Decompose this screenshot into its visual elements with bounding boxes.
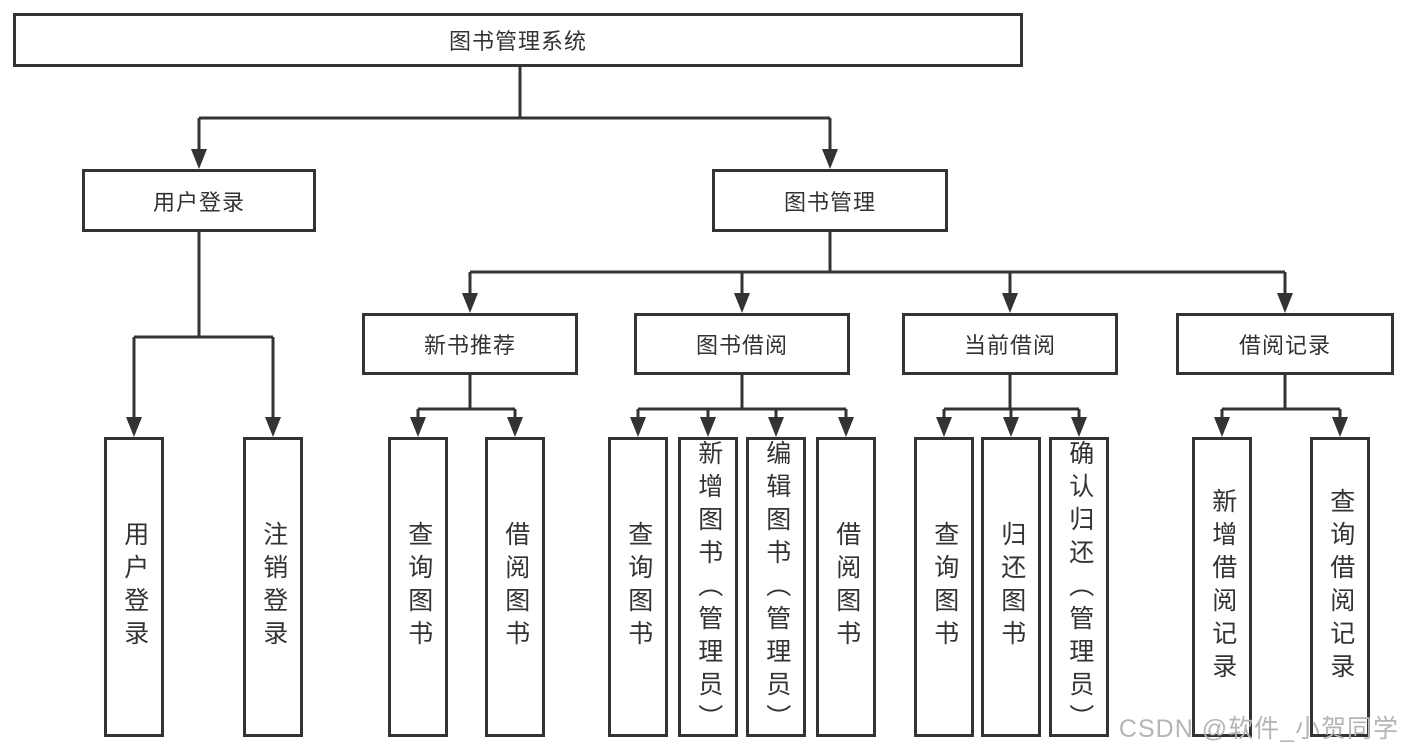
- node-leaf-add-borrow-record: 新增借阅记录: [1192, 437, 1252, 737]
- node-label: 归还图书: [997, 521, 1026, 653]
- arrowhead-icon: [822, 149, 838, 169]
- node-book-management-branch: 图书管理: [712, 169, 948, 232]
- arrowhead-icon: [1003, 417, 1019, 437]
- node-label: 查询图书: [624, 521, 653, 653]
- connector-root: [197, 67, 832, 155]
- node-leaf-logout: 注销登录: [243, 437, 303, 737]
- node-leaf-query-borrow-record: 查询借阅记录: [1310, 437, 1370, 737]
- arrowhead-icon: [1332, 417, 1348, 437]
- node-label: 新增图书（管理员）: [694, 440, 723, 737]
- arrowhead-icon: [1071, 417, 1087, 437]
- node-label: 查询借阅记录: [1326, 488, 1355, 686]
- node-label: 注销登录: [259, 521, 288, 653]
- arrowhead-icon: [1277, 293, 1293, 313]
- connector-new-book: [416, 375, 517, 423]
- node-leaf-confirm-return-admin: 确认归还（管理员）: [1049, 437, 1109, 737]
- node-leaf-user-login: 用户登录: [104, 437, 164, 737]
- connector-borrow-records: [1220, 375, 1342, 423]
- node-label: 新书推荐: [423, 333, 516, 358]
- arrowhead-icon: [1002, 293, 1018, 313]
- node-label: 借阅图书: [832, 521, 861, 653]
- node-user-login-branch: 用户登录: [82, 169, 316, 232]
- arrowhead-icon: [265, 417, 281, 437]
- arrowhead-icon: [126, 417, 142, 437]
- node-label: 确认归还（管理员）: [1065, 440, 1094, 737]
- connector-current-borrow: [942, 375, 1081, 423]
- node-label: 图书借阅: [695, 333, 788, 358]
- arrowhead-icon: [936, 417, 952, 437]
- node-label: 编辑图书（管理员）: [762, 440, 791, 737]
- node-label: 图书管理: [783, 189, 876, 215]
- arrowhead-icon: [838, 417, 854, 437]
- connector-book-borrowing: [636, 375, 848, 423]
- node-label: 用户登录: [120, 521, 149, 653]
- node-leaf-query-books-2: 查询图书: [608, 437, 668, 737]
- arrowhead-icon: [768, 417, 784, 437]
- node-label: 查询图书: [930, 521, 959, 653]
- arrowhead-icon: [700, 417, 716, 437]
- node-label: 借阅图书: [501, 521, 530, 653]
- node-leaf-add-books-admin: 新增图书（管理员）: [678, 437, 738, 737]
- arrowhead-icon: [410, 417, 426, 437]
- node-leaf-borrow-books-2: 借阅图书: [816, 437, 876, 737]
- node-label: 图书管理系统: [448, 29, 587, 54]
- arrowhead-icon: [630, 417, 646, 437]
- connector-book-management: [468, 232, 1287, 299]
- csdn-watermark: CSDN @软件_小贺同学: [1118, 715, 1399, 743]
- node-leaf-query-books-3: 查询图书: [914, 437, 974, 737]
- node-book-borrowing: 图书借阅: [634, 313, 850, 375]
- arrowhead-icon: [462, 293, 478, 313]
- node-label: 查询图书: [404, 521, 433, 653]
- node-leaf-query-books-1: 查询图书: [388, 437, 448, 737]
- connector-user-login: [132, 232, 275, 423]
- node-leaf-borrow-books-1: 借阅图书: [485, 437, 545, 737]
- node-leaf-edit-books-admin: 编辑图书（管理员）: [746, 437, 806, 737]
- node-label: 新增借阅记录: [1208, 488, 1237, 686]
- node-label: 借阅记录: [1238, 333, 1331, 358]
- node-new-book-recommend: 新书推荐: [362, 313, 578, 375]
- arrowhead-icon: [507, 417, 523, 437]
- arrowhead-icon: [1214, 417, 1230, 437]
- node-library-management-system: 图书管理系统: [13, 13, 1023, 67]
- node-borrowing-records: 借阅记录: [1176, 313, 1394, 375]
- node-leaf-return-books: 归还图书: [981, 437, 1041, 737]
- arrowhead-icon: [191, 149, 207, 169]
- arrowhead-icon: [734, 293, 750, 313]
- node-label: 用户登录: [152, 189, 245, 215]
- node-current-borrowing: 当前借阅: [902, 313, 1118, 375]
- node-label: 当前借阅: [963, 333, 1056, 358]
